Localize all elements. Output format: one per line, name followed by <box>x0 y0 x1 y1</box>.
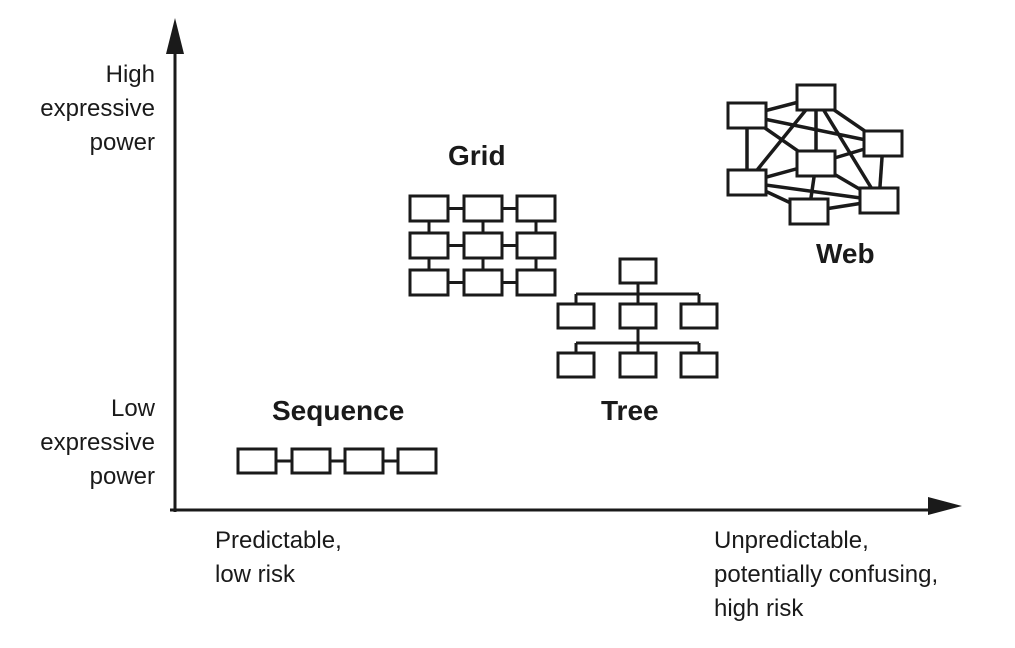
grid-node <box>462 268 504 297</box>
web-node <box>858 186 900 215</box>
web-node <box>788 197 830 226</box>
grid-node <box>515 268 557 297</box>
grid-node <box>408 268 450 297</box>
high-expressive-power-label: High expressive power <box>40 61 155 156</box>
sequence-title: Sequence <box>272 395 405 426</box>
tree-leaf-node <box>556 351 596 379</box>
grid-node <box>408 194 450 223</box>
tree-root-node <box>618 257 658 285</box>
grid-structure <box>408 194 557 297</box>
web-link <box>745 96 818 184</box>
web-link <box>814 96 881 202</box>
web-node <box>795 83 837 112</box>
tree-leaf-node <box>679 351 719 379</box>
web-node <box>726 101 768 130</box>
sequence-node <box>343 447 385 475</box>
y-axis-arrowhead <box>166 18 184 54</box>
tree-structure <box>556 257 719 379</box>
web-node <box>726 168 768 197</box>
tree-title: Tree <box>601 395 659 426</box>
sequence-structure <box>236 447 438 475</box>
web-structure <box>726 83 904 226</box>
grid-node <box>462 194 504 223</box>
axes <box>170 50 935 512</box>
sequence-node <box>290 447 332 475</box>
grid-node <box>462 231 504 260</box>
tree-node <box>679 302 719 330</box>
tree-node <box>618 302 658 330</box>
tree-leaf-node <box>618 351 658 379</box>
grid-node <box>515 194 557 223</box>
low-expressive-power-label: Low expressive power <box>40 395 155 490</box>
unpredictable-high-risk-label: Unpredictable, potentially confusing, hi… <box>714 527 939 622</box>
web-node <box>862 129 904 158</box>
web-title: Web <box>816 238 875 269</box>
grid-node <box>408 231 450 260</box>
predictable-low-risk-label: Predictable, low risk <box>215 527 342 588</box>
x-axis-arrowhead <box>928 497 962 515</box>
grid-node <box>515 231 557 260</box>
tree-node <box>556 302 596 330</box>
grid-title: Grid <box>448 140 506 171</box>
sequence-node <box>236 447 278 475</box>
sequence-node <box>396 447 438 475</box>
web-node <box>795 149 837 178</box>
